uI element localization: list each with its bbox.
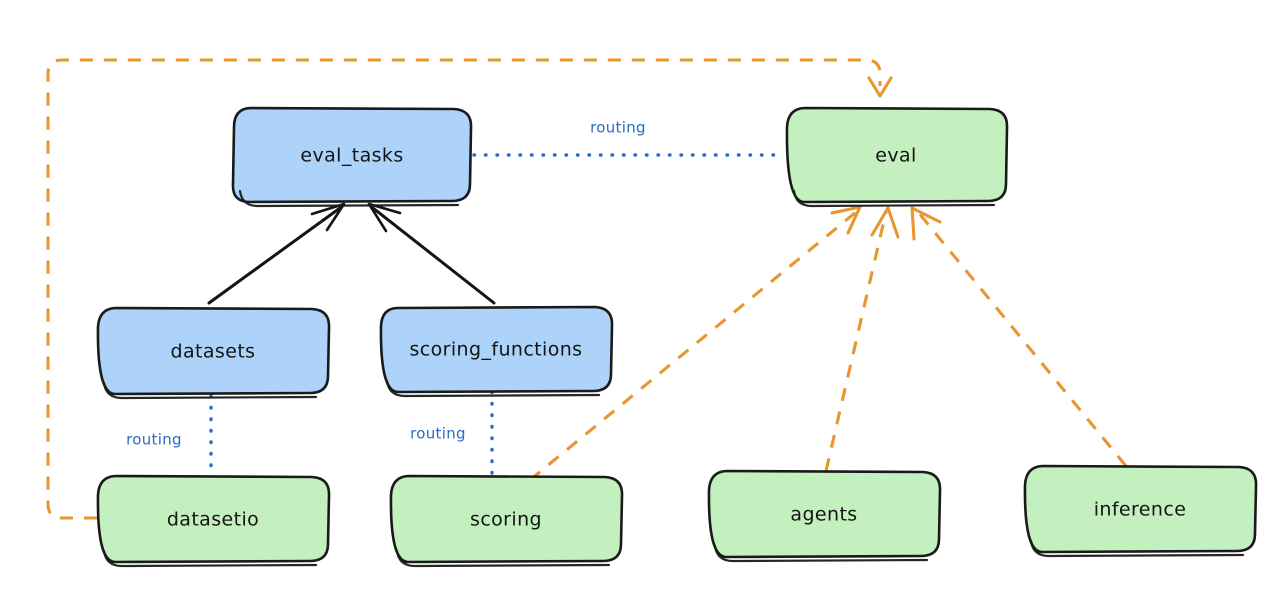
arrowhead-agents-eval	[870, 206, 900, 239]
node-scoring-sketch	[395, 549, 611, 568]
node-eval-tasks[interactable]: eval_tasks	[231, 106, 473, 208]
node-agents[interactable]: agents	[707, 469, 942, 563]
arrowhead-datasets-evaltasks	[310, 202, 346, 232]
node-eval[interactable]: eval	[785, 106, 1009, 208]
edge-inference-to-eval	[910, 206, 1128, 467]
edge-path-datasets-evaltasks	[207, 206, 342, 305]
node-datasetio-shape	[96, 474, 331, 564]
node-datasets-sketch	[102, 381, 318, 400]
node-scoring[interactable]: scoring	[389, 474, 624, 568]
node-eval-shape	[785, 106, 1009, 204]
edge-agents-to-eval	[824, 206, 900, 472]
edge-path-agents-eval	[824, 211, 888, 472]
node-agents-shape	[707, 469, 942, 559]
node-scoring-label: scoring	[470, 509, 542, 531]
node-inference-sketch	[1029, 539, 1245, 558]
arrowhead-scoring-eval	[830, 205, 862, 235]
arrowhead-datasetio-eval	[867, 76, 893, 98]
edge-label-routing-evaltasks-eval: routing	[590, 119, 646, 137]
edge-label-routing-datasets-datasetio: routing	[126, 431, 182, 449]
node-scoring-functions-sketch	[385, 379, 601, 398]
node-scoring-functions-label: scoring_functions	[410, 339, 583, 361]
edge-label-layer: routing routing routing	[126, 119, 646, 449]
edge-path-inference-eval	[916, 211, 1128, 467]
edge-scoring-to-eval	[529, 205, 862, 482]
node-scoring-shape	[389, 474, 624, 564]
edge-path-datasetio-eval	[46, 58, 882, 520]
node-eval-tasks-sketch	[238, 189, 460, 208]
edge-label-routing-scoringfunctions-scoring: routing	[410, 425, 466, 443]
node-datasets[interactable]: datasets	[96, 306, 331, 400]
node-eval-sketch	[792, 189, 996, 208]
edge-layer	[46, 58, 1128, 520]
arrowhead-inference-eval	[910, 206, 942, 241]
arrowhead-scoringfunctions-evaltasks	[367, 202, 402, 233]
node-agents-sketch	[713, 544, 929, 563]
node-datasetio-label: datasetio	[167, 509, 259, 531]
node-agents-label: agents	[790, 504, 857, 526]
node-scoring-functions[interactable]: scoring_functions	[379, 305, 614, 398]
edge-datasets-to-evaltasks	[207, 202, 346, 305]
node-datasets-label: datasets	[171, 341, 256, 363]
node-inference-shape	[1023, 464, 1258, 554]
node-eval-tasks-shape	[231, 106, 473, 204]
edge-path-scoringfunctions-evaltasks	[371, 206, 496, 305]
node-datasetio[interactable]: datasetio	[96, 474, 331, 568]
node-datasetio-sketch	[102, 549, 318, 568]
node-inference[interactable]: inference	[1023, 464, 1258, 558]
node-eval-label: eval	[875, 145, 916, 167]
node-layer: eval_tasks eval datasets scoring_functio…	[96, 106, 1258, 568]
node-eval-tasks-label: eval_tasks	[300, 145, 403, 167]
node-scoring-functions-shape	[379, 305, 614, 394]
edge-scoringfunctions-to-evaltasks	[367, 202, 496, 305]
edge-datasetio-to-eval	[46, 58, 893, 520]
node-datasets-shape	[96, 306, 331, 396]
node-inference-label: inference	[1094, 499, 1187, 521]
